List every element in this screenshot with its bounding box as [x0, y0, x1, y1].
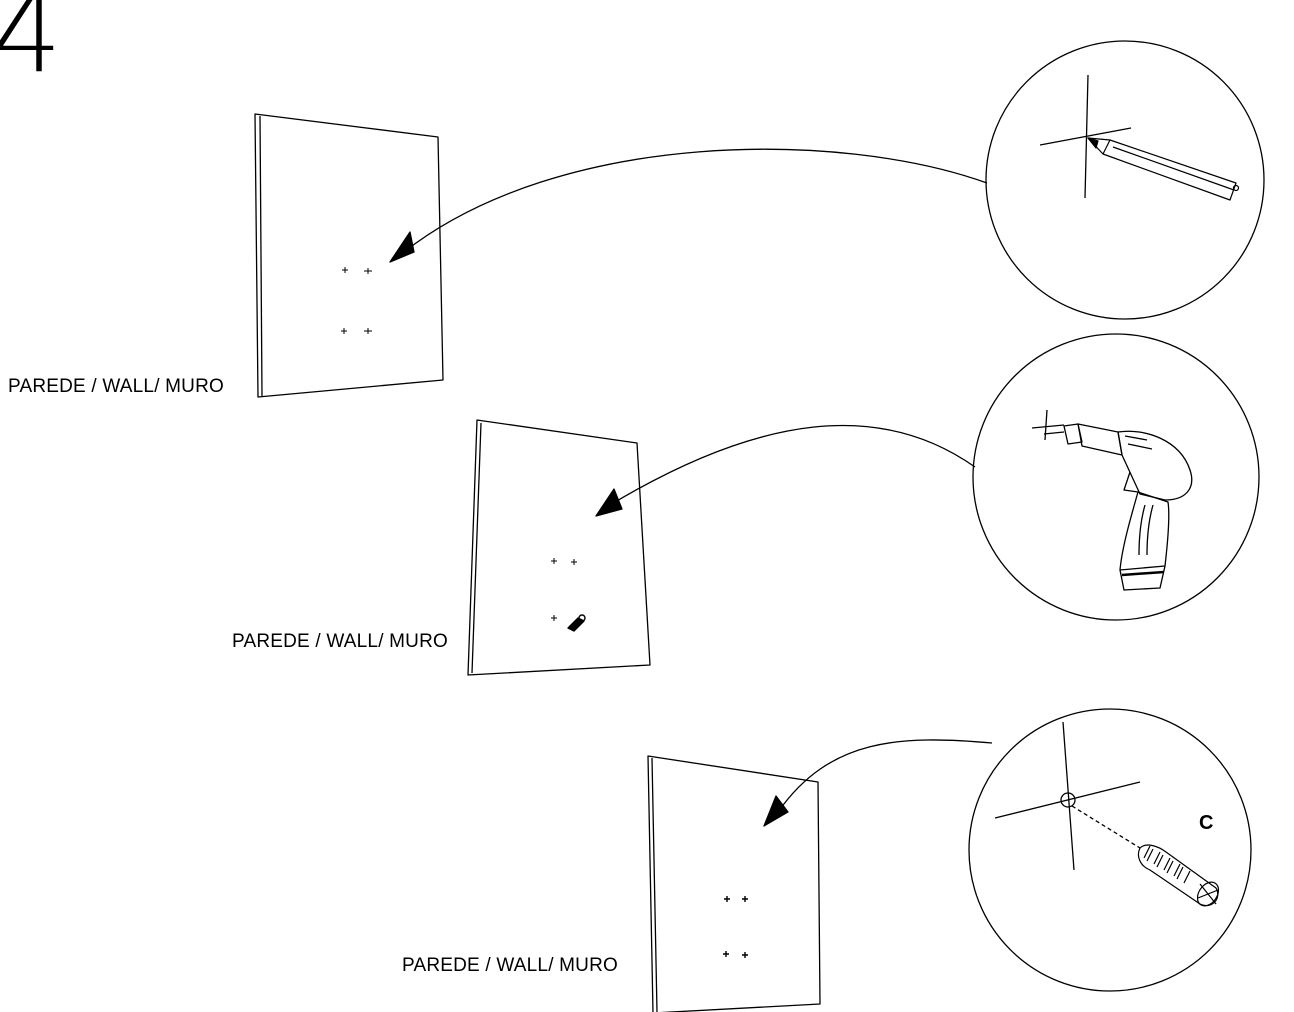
arrow-1	[389, 148, 988, 263]
arrow-3	[763, 739, 993, 827]
drilled-hole-2	[567, 614, 586, 632]
arrow-2	[595, 424, 976, 517]
wall-panel-2	[467, 419, 651, 676]
mark-crosses-3	[723, 896, 748, 958]
detail-circle-anchor	[968, 708, 1252, 992]
pencil-icon	[1087, 137, 1240, 201]
step-number: 4	[0, 0, 62, 97]
wall-panel-3	[647, 755, 821, 1012]
mark-crosses-2	[551, 558, 577, 621]
wall-label-3: PAREDE / WALL/ MURO	[402, 955, 619, 976]
mark-crosses-1	[341, 267, 372, 334]
wall-panel-1	[254, 113, 444, 398]
drill-icon	[1043, 423, 1193, 591]
wall-label-2: PAREDE / WALL/ MURO	[232, 631, 449, 652]
detail-circle-mark	[985, 40, 1265, 320]
part-label-c: C	[1199, 812, 1214, 834]
wall-label-1: PAREDE / WALL/ MURO	[8, 376, 225, 397]
detail-circle-drill	[972, 333, 1260, 621]
wall-plug-icon	[1137, 844, 1220, 907]
